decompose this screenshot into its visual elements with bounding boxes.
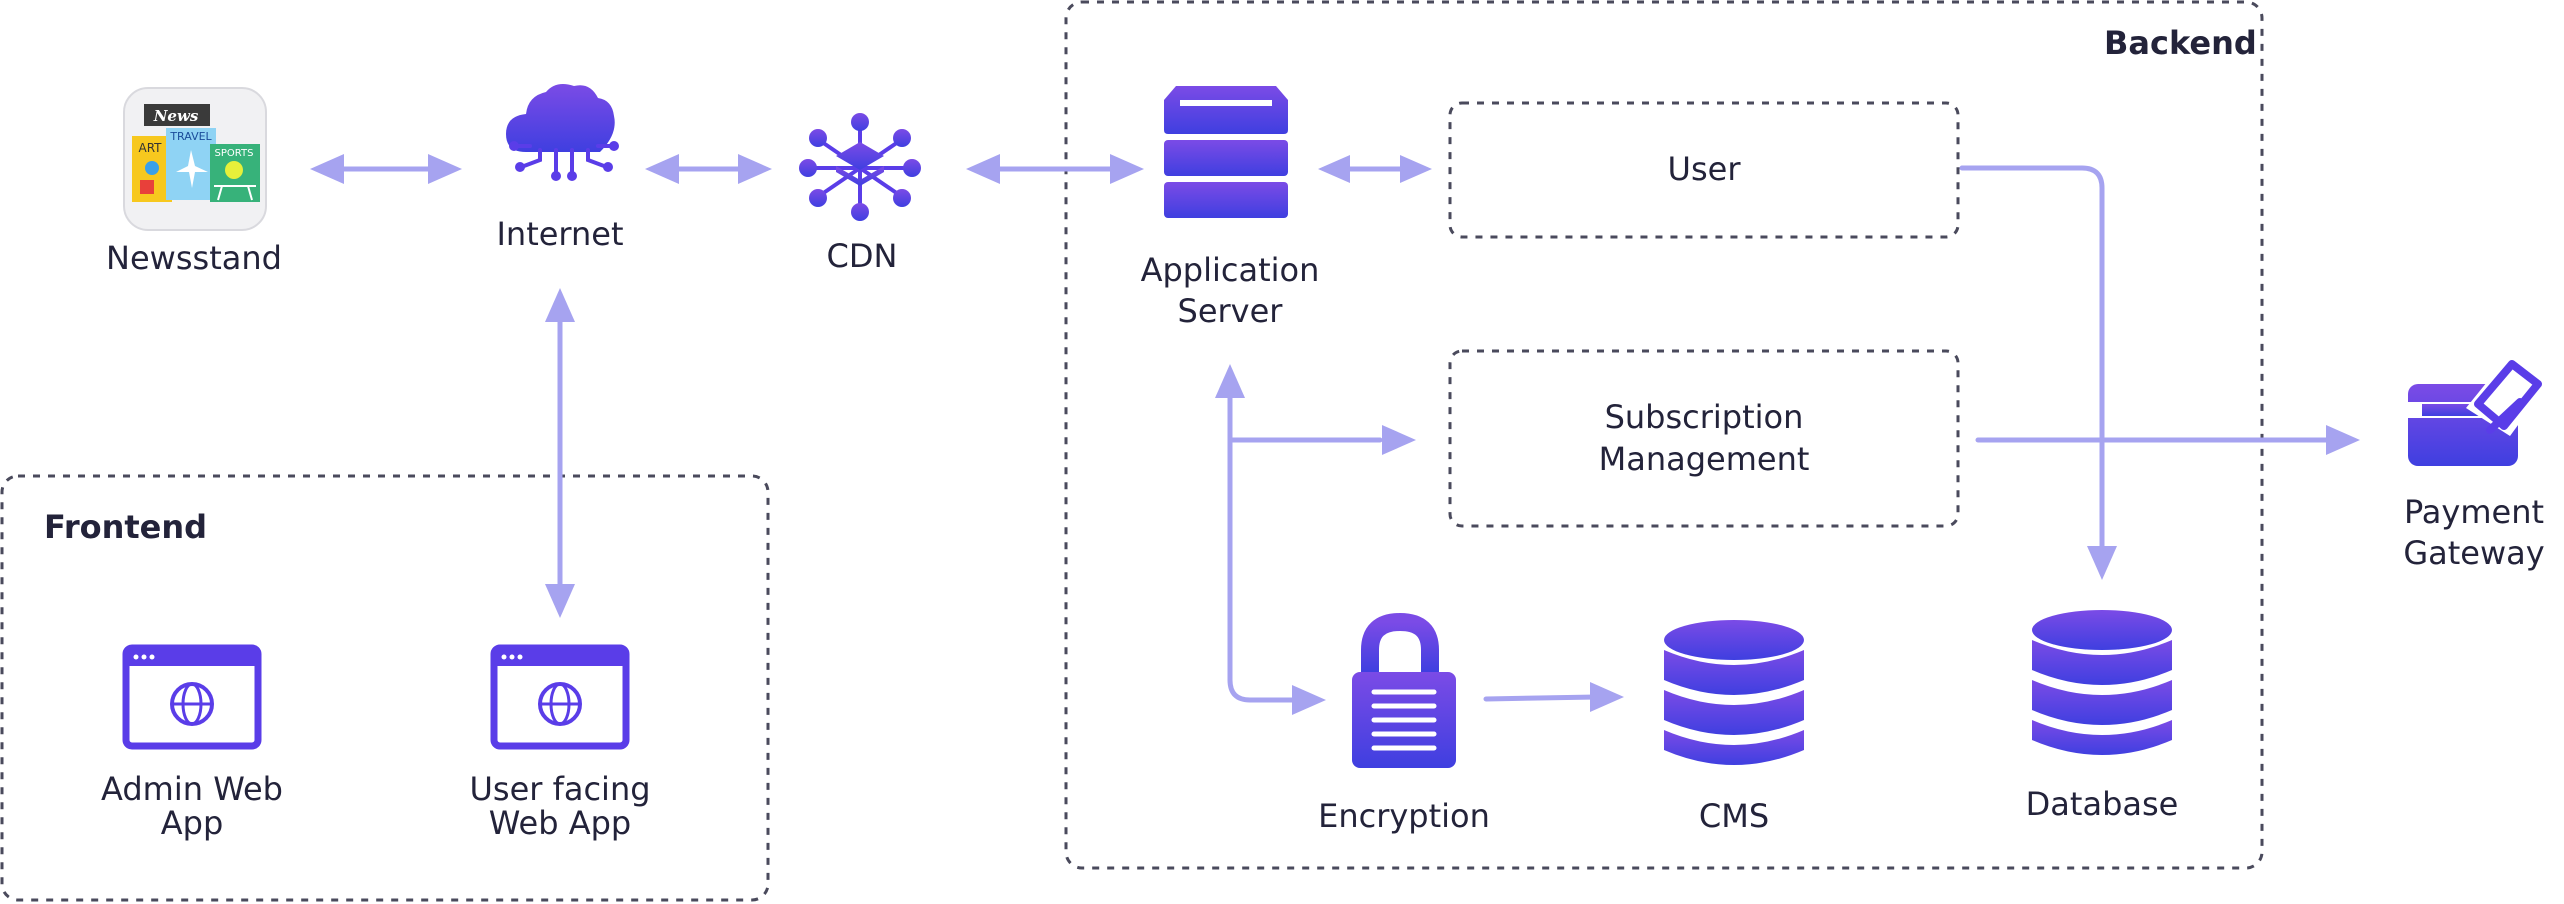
database-icon	[1664, 620, 1804, 765]
subscription-box-label: Subscription Management	[1450, 396, 1958, 480]
browser-globe-icon	[122, 644, 262, 750]
server-stack-icon	[1164, 86, 1288, 218]
payment-gateway-label: Payment Gateway	[2403, 492, 2544, 574]
cdn-label: CDN	[826, 237, 898, 275]
newsstand-badge-news: News	[153, 107, 199, 125]
internet-label: Internet	[496, 215, 624, 253]
cdn-network-icon	[799, 113, 921, 221]
newsstand-label: Newsstand	[106, 239, 282, 277]
user-web-app-label: User facing Web App	[469, 772, 650, 840]
admin-web-app-label: Admin Web App	[101, 772, 283, 840]
subscription-label-line1: Subscription	[1604, 398, 1804, 436]
database-icon	[2032, 610, 2172, 755]
arrow-heads	[310, 154, 2360, 715]
user-app-label-line1: User facing	[469, 770, 651, 808]
user-app-label-line2: Web App	[488, 804, 632, 842]
encryption-label: Encryption	[1318, 797, 1490, 835]
user-box[interactable]	[1448, 101, 1960, 239]
newsstand-badge-art: ART	[138, 141, 162, 155]
payment-label-line2: Gateway	[2403, 534, 2545, 572]
frontend-group-box	[0, 474, 770, 902]
connector-arrows	[327, 165, 2333, 703]
app-server-label-line2: Server	[1177, 292, 1283, 330]
database-label: Database	[2025, 785, 2179, 823]
arrow-appserver-encryption	[1227, 677, 1303, 703]
credit-card-icon	[2408, 356, 2548, 466]
user-box-label: User	[1667, 150, 1741, 188]
subscription-label-line2: Management	[1598, 440, 1810, 478]
subscription-management-box[interactable]	[1448, 349, 1960, 528]
app-server-label: Application Server	[1141, 250, 1320, 332]
newsstand-app-icon: News ART TRAVEL SPORTS	[123, 87, 267, 231]
admin-app-label-line1: Admin Web	[101, 770, 283, 808]
arrow-user-database	[1959, 165, 2105, 555]
admin-app-label-line2: App	[160, 804, 224, 842]
newsstand-badge-sports: SPORTS	[215, 148, 254, 159]
cms-label: CMS	[1698, 797, 1770, 835]
backend-group-title: Backend	[2104, 24, 2257, 62]
payment-label-line1: Payment	[2403, 493, 2545, 531]
arrow-encryption-cms	[1483, 694, 1599, 702]
app-server-label-line1: Application	[1140, 251, 1320, 289]
frontend-group-title: Frontend	[44, 508, 208, 546]
backend-group-box	[1064, 0, 2264, 870]
padlock-icon	[1352, 612, 1456, 768]
browser-globe-icon	[490, 644, 630, 750]
newsstand-badge-travel: TRAVEL	[169, 130, 212, 143]
cloud-network-icon	[506, 84, 619, 181]
